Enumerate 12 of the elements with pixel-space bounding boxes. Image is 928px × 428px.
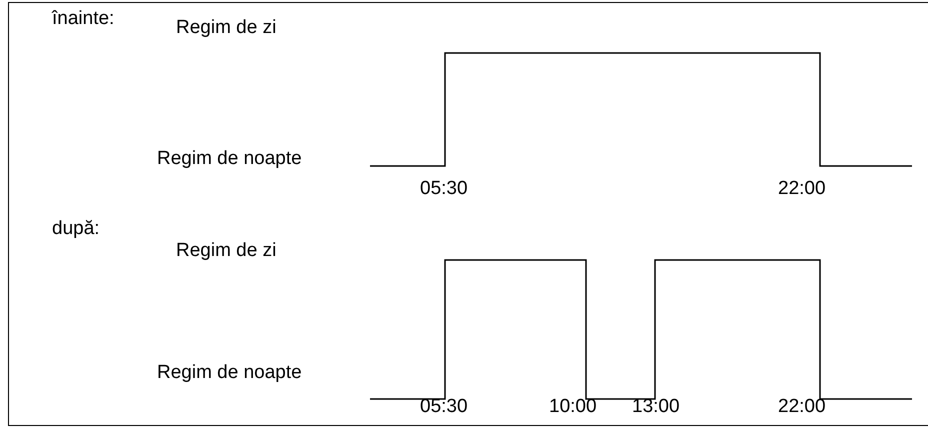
section-label: după: <box>52 218 100 240</box>
state-label: Regim de noapte <box>157 148 302 170</box>
time-label: 22:00 <box>778 396 826 418</box>
time-label: 22:00 <box>778 178 826 200</box>
time-label: 13:00 <box>632 396 680 418</box>
section-label: înainte: <box>52 8 114 30</box>
time-label: 05:30 <box>420 178 468 200</box>
time-label: 10:00 <box>549 396 597 418</box>
time-label: 05:30 <box>420 396 468 418</box>
state-label: Regim de zi <box>176 17 276 39</box>
state-label: Regim de zi <box>176 240 276 262</box>
state-label: Regim de noapte <box>157 362 302 384</box>
